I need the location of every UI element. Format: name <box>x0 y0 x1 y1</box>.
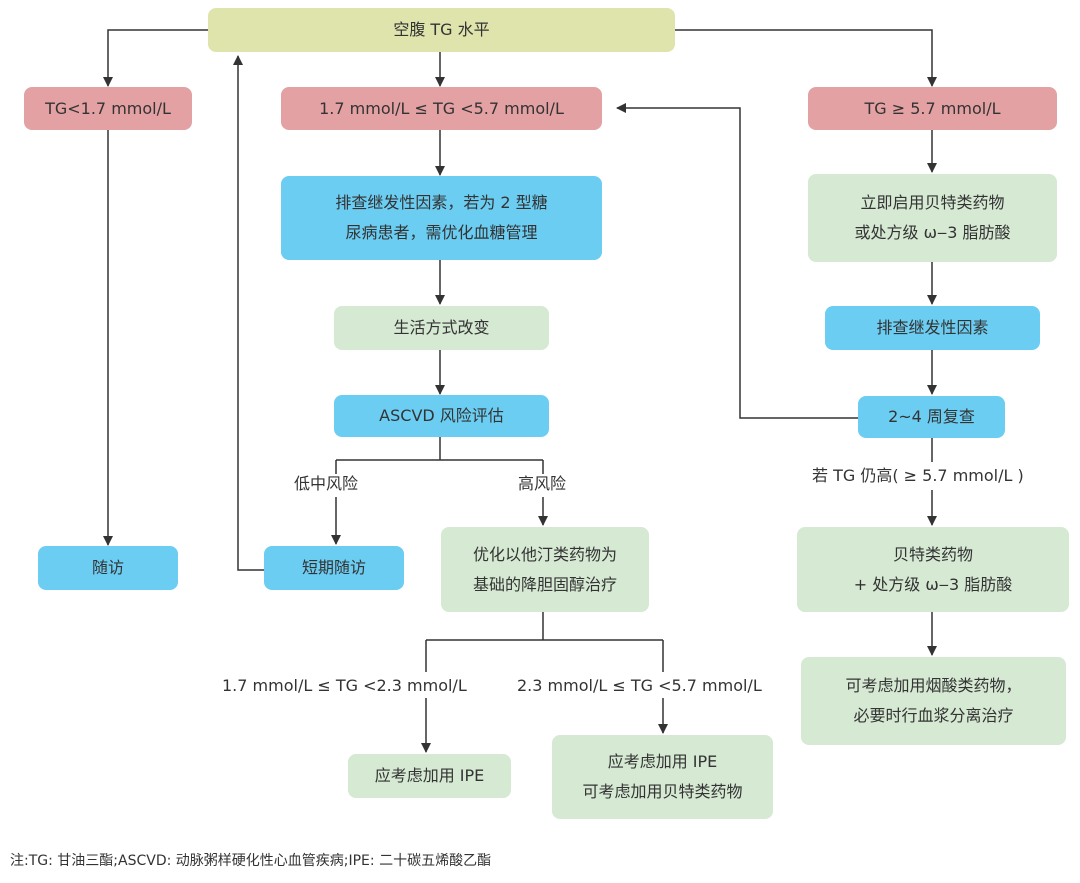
statin-base-line-1: 优化以他汀类药物为 <box>472 544 617 564</box>
followup-node: 随访 <box>38 546 178 590</box>
high-risk-label: 高风险 <box>518 474 567 494</box>
tg-low-text: TG<1.7 mmol/L <box>45 98 171 118</box>
consider-ipe-fibrate-line-2: 可考虑加用贝特类药物 <box>582 782 743 801</box>
edge-recheck-to-mid <box>616 103 858 419</box>
ascvd-risk-text: ASCVD 风险评估 <box>379 406 504 425</box>
low-mid-risk-label: 低中风险 <box>294 474 359 494</box>
lifestyle-node: 生活方式改变 <box>334 306 549 350</box>
tg-23-57-label: 2.3 mmol/L ≤ TG <5.7 mmol/L <box>517 676 762 696</box>
tg-mid-text: 1.7 mmol/L ≤ TG <5.7 mmol/L <box>319 98 564 118</box>
tg-17-23-label: 1.7 mmol/L ≤ TG <2.3 mmol/L <box>222 676 467 696</box>
fibrate-plus-omega-line-2: + 处方级 ω‒3 脂肪酸 <box>853 574 1013 594</box>
niacin-node: 可考虑加用烟酸类药物， 必要时行血浆分离治疗 <box>801 657 1066 745</box>
ascvd-risk-node: ASCVD 风险评估 <box>334 395 549 437</box>
fibrate-or-omega-line-1: 立即启用贝特类药物 <box>860 193 1005 212</box>
short-followup-node: 短期随访 <box>264 546 404 590</box>
niacin-line-2: 必要时行血浆分离治疗 <box>853 706 1014 725</box>
fibrate-plus-omega-node: 贝特类药物 + 处方级 ω‒3 脂肪酸 <box>797 527 1069 612</box>
statin-base-line-2: 基础的降胆固醇治疗 <box>472 574 617 594</box>
followup-text: 随访 <box>91 558 124 577</box>
consider-ipe-node: 应考虑加用 IPE <box>348 754 511 798</box>
edge-top-to-low <box>103 29 208 87</box>
edge-statin-split <box>426 612 663 641</box>
fibrate-or-omega-node: 立即启用贝特类药物 或处方级 ω‒3 脂肪酸 <box>808 174 1057 262</box>
edge-top-to-high <box>675 29 937 87</box>
tg-still-high-label: 若 TG 仍高( ≥ 5.7 mmol/L ) <box>812 466 1024 486</box>
tg-high-node: TG ≥ 5.7 mmol/L <box>808 87 1057 130</box>
fibrate-or-omega-line-2: 或处方级 ω‒3 脂肪酸 <box>854 223 1011 242</box>
secondary-check-diabetes-line-1: 排查继发性因素，若为 2 型糖 <box>335 193 548 212</box>
fibrate-plus-omega-line-1: 贝特类药物 <box>892 544 973 564</box>
niacin-line-1: 可考虑加用烟酸类药物， <box>845 676 1022 695</box>
consider-ipe-fibrate-node: 应考虑加用 IPE 可考虑加用贝特类药物 <box>552 735 773 819</box>
fasting-tg-node: 空腹 TG 水平 <box>208 8 675 52</box>
short-followup-text: 短期随访 <box>301 558 366 577</box>
tg-high-text: TG ≥ 5.7 mmol/L <box>864 98 1001 118</box>
edge-short-followup-to-top <box>233 55 264 571</box>
edge-ascvd-split <box>336 437 543 461</box>
secondary-check-text: 排查继发性因素 <box>876 318 989 337</box>
fasting-tg-text: 空腹 TG 水平 <box>393 20 490 39</box>
consider-ipe-text: 应考虑加用 IPE <box>374 766 485 785</box>
secondary-check-node: 排查继发性因素 <box>825 306 1040 350</box>
recheck-text: 2~4 周复查 <box>888 407 975 426</box>
tg-low-node: TG<1.7 mmol/L <box>24 87 192 130</box>
secondary-check-diabetes-line-2: 尿病患者，需优化血糖管理 <box>345 223 538 242</box>
tg-mid-node: 1.7 mmol/L ≤ TG <5.7 mmol/L <box>281 87 602 130</box>
secondary-check-diabetes-node: 排查继发性因素，若为 2 型糖 尿病患者，需优化血糖管理 <box>281 176 602 260</box>
lifestyle-text: 生活方式改变 <box>393 318 490 337</box>
abbreviation-note: 注:TG: 甘油三酯;ASCVD: 动脉粥样硬化性心血管疾病;IPE: 二十碳五… <box>10 853 492 869</box>
consider-ipe-fibrate-line-1: 应考虑加用 IPE <box>607 752 718 771</box>
statin-base-node: 优化以他汀类药物为 基础的降胆固醇治疗 <box>441 527 649 612</box>
recheck-node: 2~4 周复查 <box>858 396 1005 438</box>
